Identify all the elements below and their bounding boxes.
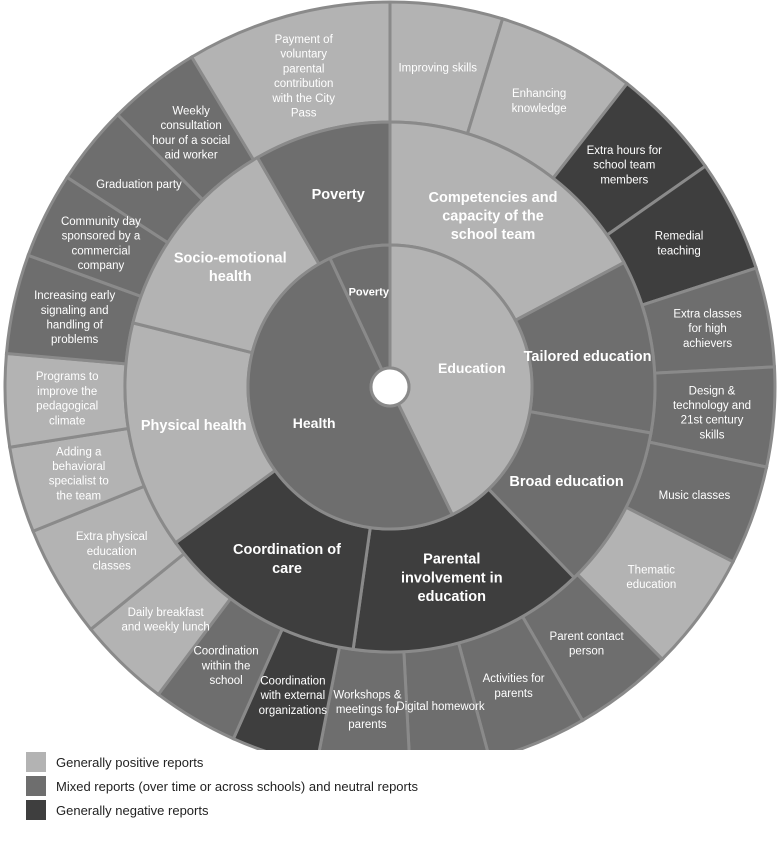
legend-swatch-positive xyxy=(26,752,46,772)
legend-item-positive: Generally positive reports xyxy=(26,750,418,774)
outer-label-graduation-party: Graduation party xyxy=(96,179,182,191)
legend-swatch-negative xyxy=(26,800,46,820)
outer-label-improving-skills: Improving skills xyxy=(398,63,477,75)
inner-label-health: Health xyxy=(293,415,336,431)
inner-label-education: Education xyxy=(438,360,506,376)
middle-label-poverty: Poverty xyxy=(312,187,365,203)
middle-label-tailored-education: Tailored education xyxy=(524,349,652,365)
legend-item-negative: Generally negative reports xyxy=(26,798,418,822)
middle-label-broad-education: Broad education xyxy=(509,474,623,490)
center-hole xyxy=(369,366,411,408)
middle-label-physical-health: Physical health xyxy=(141,418,247,434)
legend-label-negative: Generally negative reports xyxy=(56,802,209,818)
legend-label-positive: Generally positive reports xyxy=(56,754,204,770)
legend-item-mixed: Mixed reports (over time or across schoo… xyxy=(26,774,418,798)
legend-swatch-mixed xyxy=(26,776,46,796)
outer-label-music-classes: Music classes xyxy=(659,490,731,502)
inner-label-poverty: Poverty xyxy=(349,286,390,298)
legend-label-mixed: Mixed reports (over time or across schoo… xyxy=(56,778,418,794)
outer-label-digital-homework: Digital homework xyxy=(396,701,484,713)
legend: Generally positive reports Mixed reports… xyxy=(26,750,418,822)
